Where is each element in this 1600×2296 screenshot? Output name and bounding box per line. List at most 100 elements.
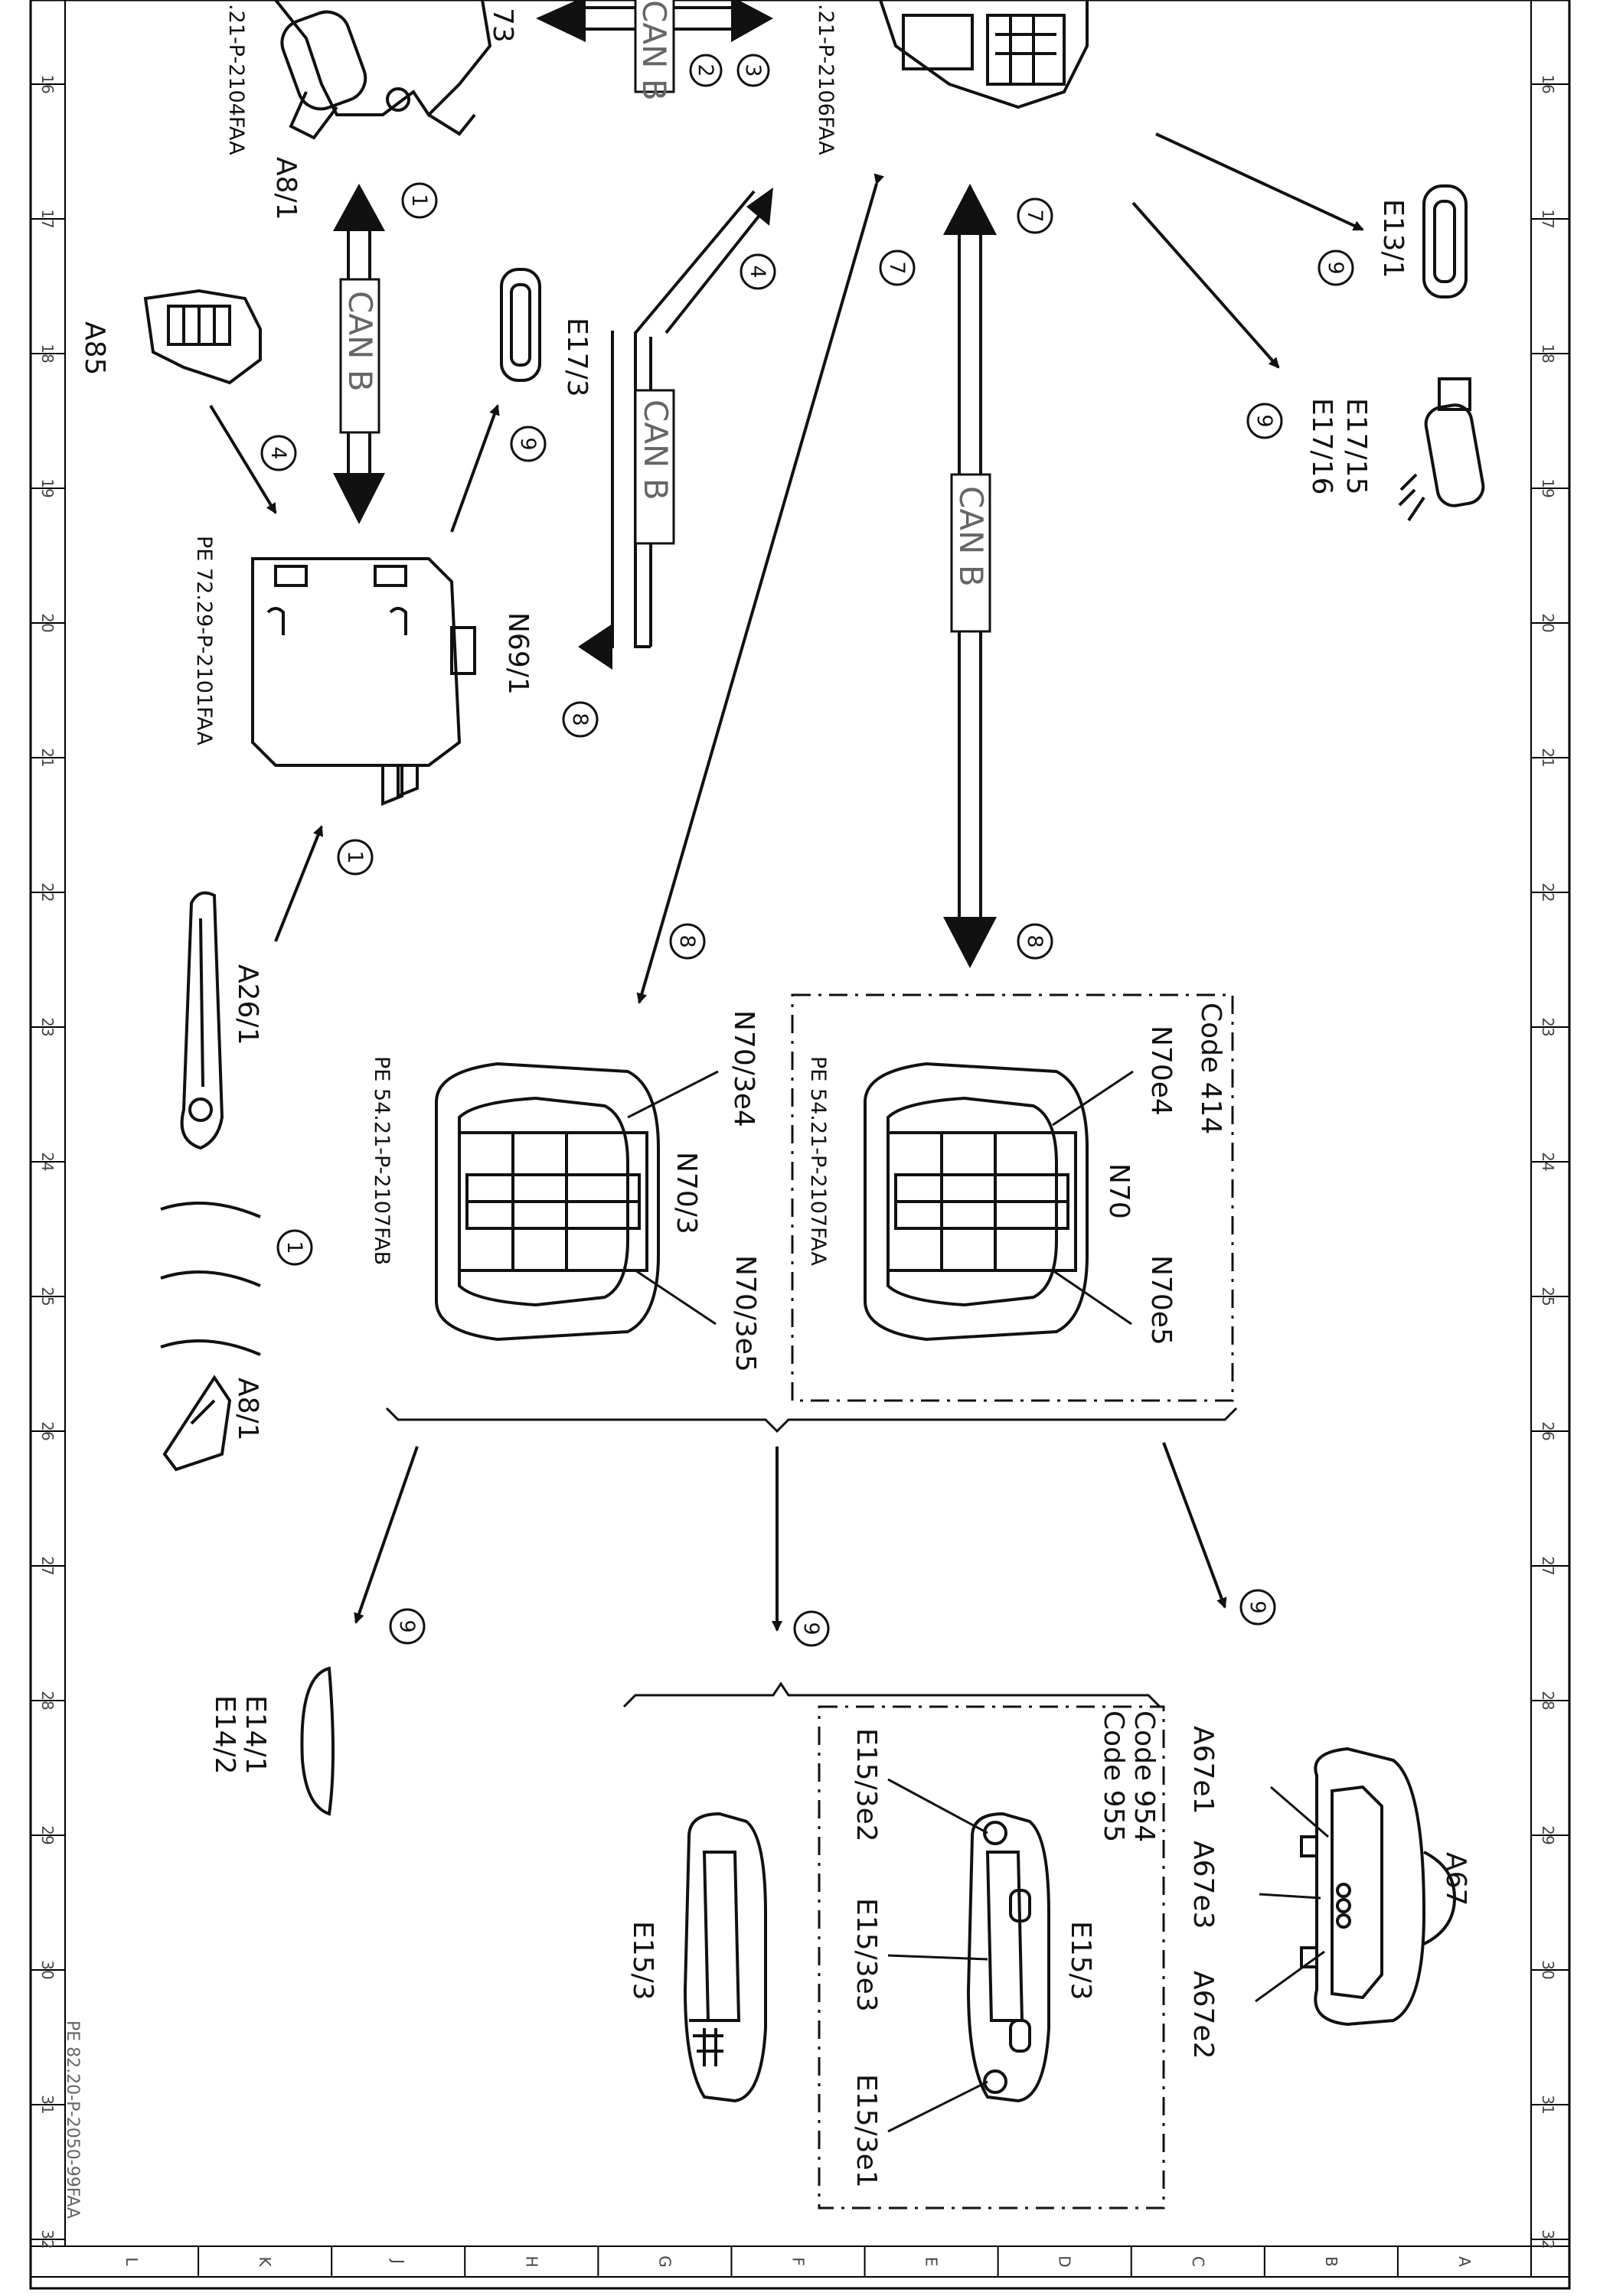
grid-number: 22	[1539, 882, 1557, 902]
label-n70-3: N70/3	[671, 1152, 702, 1234]
signal-7a: 7	[879, 249, 916, 286]
label-e15-3-b: E15/3	[627, 1921, 658, 2001]
svg-text:3: 3	[741, 64, 765, 77]
svg-text:2: 2	[694, 64, 717, 77]
svg-text:9: 9	[799, 1622, 823, 1635]
remote-key-icon	[162, 1375, 232, 1472]
grid-letter: G	[655, 2255, 674, 2268]
leader-e15-3e2	[887, 1778, 988, 1835]
leader-a67e2	[1255, 1950, 1325, 2003]
grid-number: 20	[1539, 613, 1557, 632]
ref-top-left: .21-P-2104FAA	[224, 4, 248, 155]
arrow-to-e14	[354, 1446, 419, 1624]
signal-1b: 1	[337, 839, 374, 876]
leader-e15-3e1	[887, 2080, 988, 2133]
grid-number: 26	[38, 1421, 57, 1440]
control-module-icon	[251, 557, 476, 806]
arrow-a85-module	[209, 404, 277, 514]
label-e15-3e2: E15/3e2	[851, 1728, 882, 1842]
signal-9a: 9	[510, 426, 547, 462]
grid-number: 25	[1539, 1287, 1557, 1306]
label-e17-16: E17/16	[1306, 398, 1337, 495]
label-a67e1: A67e1	[1187, 1726, 1219, 1815]
arrow-sam-n70-3	[636, 173, 885, 1004]
grid-number: 16	[1539, 74, 1557, 93]
grid-number: 27	[1539, 1556, 1557, 1575]
label-e14-2: E14/2	[209, 1695, 240, 1775]
n70-overhead-panel-icon	[864, 1062, 1089, 1342]
label-a85: A85	[79, 321, 110, 375]
e17-3-lamp-icon	[500, 268, 541, 382]
signal-4a: 4	[260, 435, 297, 471]
label-a67: A67	[1440, 1852, 1471, 1906]
grid-number: 21	[1539, 748, 1557, 767]
ref-keypad-lower: PE 54.21-P-2107FAA	[806, 1056, 830, 1266]
signal-8a: 8	[562, 701, 599, 738]
signal-4b: 4	[740, 253, 776, 290]
signal-9d: 9	[389, 1608, 426, 1645]
svg-text:9: 9	[516, 437, 540, 450]
grid-number: 19	[1539, 478, 1557, 497]
grid-number: 24	[38, 1152, 57, 1171]
leader-a67e1	[1270, 1786, 1329, 1838]
ignition-switch-icon	[274, 0, 492, 140]
grid-number: 17	[38, 209, 57, 228]
e13-1-lamp-icon	[1422, 184, 1468, 298]
svg-text:7: 7	[1023, 209, 1047, 222]
grid-number: 24	[1539, 1152, 1557, 1171]
arrowhead-n69	[578, 624, 612, 670]
svg-text:7: 7	[885, 261, 909, 274]
e15-3-handle-icon-b	[683, 1812, 767, 2103]
grid-number: 27	[38, 1556, 57, 1575]
label-e14-1: E14/1	[240, 1695, 271, 1775]
grid-number: 19	[38, 478, 57, 497]
can-b-label-top: CAN B	[635, 0, 673, 101]
label-e15-3e3: E15/3e3	[851, 1898, 882, 2012]
can-b-label-right: CAN B	[952, 486, 990, 587]
grid-number: 31	[1539, 2095, 1557, 2114]
a67-rearview-mirror-icon	[1300, 1746, 1457, 2027]
signal-8c: 8	[1017, 923, 1053, 960]
label-e17-15: E17/15	[1340, 398, 1372, 495]
leader-n70e4	[1052, 1070, 1134, 1127]
grid-number: 18	[1539, 344, 1557, 363]
label-a8-1-top: A8/1	[270, 157, 302, 220]
drawing-frame	[29, 0, 1571, 2290]
grid-ticks	[31, 83, 1569, 2277]
label-code-954: Code 954	[1128, 1711, 1160, 1842]
ref-top-center: .21-P-2106FAA	[814, 4, 838, 155]
leader-n70e5	[1052, 1269, 1132, 1326]
svg-text:1: 1	[282, 1241, 306, 1254]
label-code-955: Code 955	[1098, 1711, 1129, 1842]
grid-number: 29	[38, 1825, 57, 1844]
can-b-arrow-top: CAN B	[536, 0, 773, 101]
e15-3-handle-icon-a	[966, 1812, 1050, 2103]
arrow-to-a67	[1162, 1442, 1227, 1609]
signal-9e: 9	[793, 1610, 830, 1647]
e15-group-bracket	[622, 1681, 1161, 1708]
svg-text:1: 1	[407, 194, 431, 207]
code-414-box	[791, 993, 1234, 1402]
grid-letter: E	[922, 2257, 941, 2267]
svg-text:9: 9	[1252, 414, 1276, 427]
svg-text:4: 4	[266, 446, 290, 459]
arrowhead-ctrl-unit	[746, 188, 773, 226]
arrow-module-e17-3	[450, 404, 500, 533]
leader-n70-3e5	[635, 1269, 717, 1326]
arrow-sam-e13-1	[1155, 132, 1364, 231]
can-b-arrow-left: CAN B	[333, 184, 385, 524]
label-n69-1: N69/1	[502, 612, 534, 695]
grid-letter: B	[1322, 2256, 1340, 2267]
grid-number: 22	[38, 882, 57, 902]
label-a26-1: A26/1	[232, 964, 263, 1045]
can-b-arrow-right: CAN B	[943, 184, 997, 968]
grid-number: 32	[38, 2229, 57, 2249]
label-a67e2: A67e2	[1187, 1971, 1219, 2060]
a26-1-door-handle-icon	[180, 891, 224, 1150]
grid-letter: L	[122, 2257, 141, 2266]
signal-9b: 9	[1318, 249, 1354, 286]
arrow-a26-module	[274, 825, 324, 942]
control-unit-icon	[879, 0, 1089, 109]
signal-3: 3	[736, 54, 770, 87]
